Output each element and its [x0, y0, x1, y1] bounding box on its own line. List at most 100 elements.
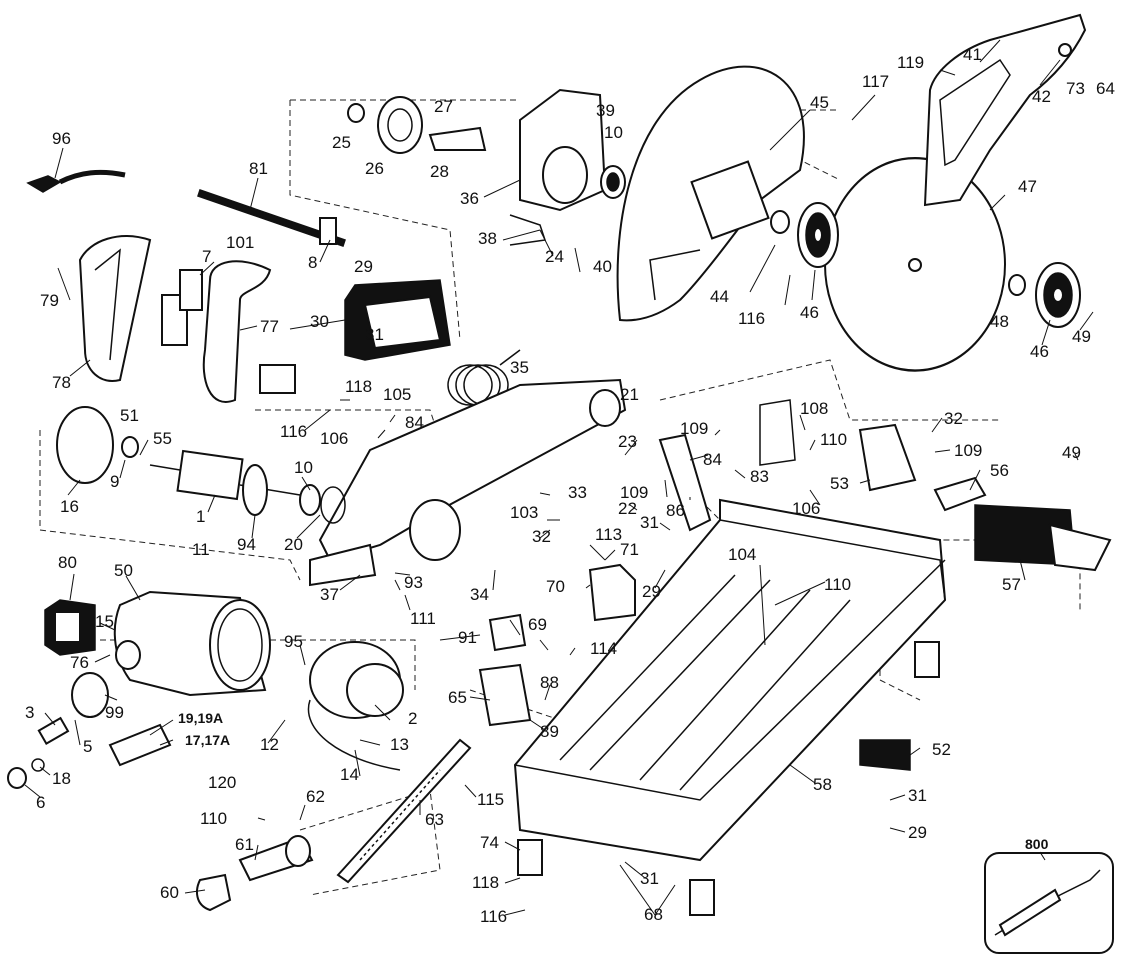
callout-52: 52	[932, 740, 951, 759]
callout-32a: 32	[532, 527, 551, 546]
callout-27: 27	[434, 97, 453, 116]
callout-19-19a: 19,19A	[178, 710, 223, 726]
callout-23: 23	[618, 432, 637, 451]
callout-95: 95	[284, 632, 303, 651]
callout-104: 104	[728, 545, 756, 564]
callout-8: 8	[308, 253, 317, 272]
leader-lines	[24, 39, 1094, 916]
flanges	[770, 202, 1081, 328]
callout-91: 91	[458, 628, 477, 647]
callout-55: 55	[153, 429, 172, 448]
callout-109a: 109	[620, 483, 648, 502]
lead-screw	[336, 738, 472, 884]
callout-39: 39	[596, 101, 615, 120]
end-cap	[44, 599, 96, 656]
callout-105: 105	[383, 385, 411, 404]
switch-plate	[344, 279, 451, 361]
callout-106b: 106	[792, 499, 820, 518]
callout-28: 28	[430, 162, 449, 181]
lower-guard	[923, 13, 1087, 207]
callout-71: 71	[620, 540, 639, 559]
callout-800: 800	[1025, 836, 1049, 852]
motor-arm	[309, 378, 627, 587]
callout-73: 73	[1066, 79, 1085, 98]
callout-69: 69	[528, 615, 547, 634]
vise-crank	[196, 835, 314, 912]
callout-18: 18	[52, 769, 71, 788]
callout-99: 99	[105, 703, 124, 722]
callout-49a: 49	[1072, 327, 1091, 346]
callout-118a: 118	[345, 377, 372, 396]
callout-108: 108	[800, 399, 828, 418]
callout-31a: 31	[365, 325, 384, 344]
callout-34: 34	[470, 585, 489, 604]
callout-86: 86	[666, 501, 685, 520]
callout-17-17a: 17,17A	[185, 732, 230, 748]
callout-119: 119	[897, 53, 924, 72]
field-coil	[307, 641, 404, 771]
callout-88: 88	[540, 673, 559, 692]
callout-38: 38	[478, 229, 497, 248]
callout-labels: 96 81 8 29 25 26 27 28 36 39 10 38 24 40…	[25, 45, 1115, 926]
callout-20: 20	[284, 535, 303, 554]
callout-16: 16	[60, 497, 79, 516]
callout-46b: 46	[1030, 342, 1049, 361]
callout-116c: 116	[480, 907, 507, 926]
handle-halves	[78, 235, 296, 403]
callout-109c: 109	[954, 441, 982, 460]
callout-110c: 110	[820, 430, 847, 449]
callout-5: 5	[83, 737, 92, 756]
callout-15: 15	[95, 612, 114, 631]
chain-link	[658, 433, 712, 532]
callout-36: 36	[460, 189, 479, 208]
callout-77: 77	[260, 317, 279, 336]
callout-78: 78	[52, 373, 71, 392]
callout-37: 37	[320, 585, 339, 604]
callout-62: 62	[306, 787, 325, 806]
brush-parts	[7, 672, 172, 789]
callout-114: 114	[590, 639, 617, 658]
callout-68: 68	[644, 905, 663, 924]
callout-31d: 31	[908, 786, 927, 805]
callout-29c: 29	[908, 823, 927, 842]
callout-33: 33	[568, 483, 587, 502]
callout-89: 89	[540, 722, 559, 741]
callout-44: 44	[710, 287, 729, 306]
callout-26: 26	[365, 159, 384, 178]
callout-109b: 109	[680, 419, 708, 438]
callout-70: 70	[546, 577, 565, 596]
callout-116b: 116	[280, 422, 307, 441]
callout-60: 60	[160, 883, 179, 902]
base	[513, 498, 947, 862]
cutoff-wheel	[824, 156, 1006, 372]
callout-7: 7	[202, 247, 211, 266]
callout-42: 42	[1032, 87, 1051, 106]
callout-40: 40	[593, 257, 612, 276]
callout-81: 81	[249, 159, 268, 178]
callout-113: 113	[595, 525, 622, 544]
callout-61: 61	[235, 835, 254, 854]
callout-115: 115	[477, 790, 504, 809]
callout-76: 76	[70, 653, 89, 672]
feet	[517, 641, 940, 916]
callout-22: 22	[618, 499, 637, 518]
callout-56: 56	[990, 461, 1009, 480]
callout-110a: 110	[200, 809, 227, 828]
callout-117: 117	[862, 72, 889, 91]
callout-65: 65	[448, 688, 467, 707]
power-cord	[26, 169, 126, 193]
callout-45: 45	[810, 93, 829, 112]
gear-case	[347, 88, 626, 246]
callout-63: 63	[425, 810, 444, 829]
inset-wrench	[984, 852, 1114, 954]
callout-101: 101	[226, 233, 254, 252]
callout-96: 96	[52, 129, 71, 148]
baffle	[56, 406, 139, 484]
callout-10a: 10	[604, 123, 623, 142]
callout-12: 12	[260, 735, 279, 754]
armature	[149, 449, 346, 524]
callout-6: 6	[36, 793, 45, 812]
callout-120: 120	[208, 773, 236, 792]
callout-32b: 32	[944, 409, 963, 428]
callout-83: 83	[750, 467, 769, 486]
